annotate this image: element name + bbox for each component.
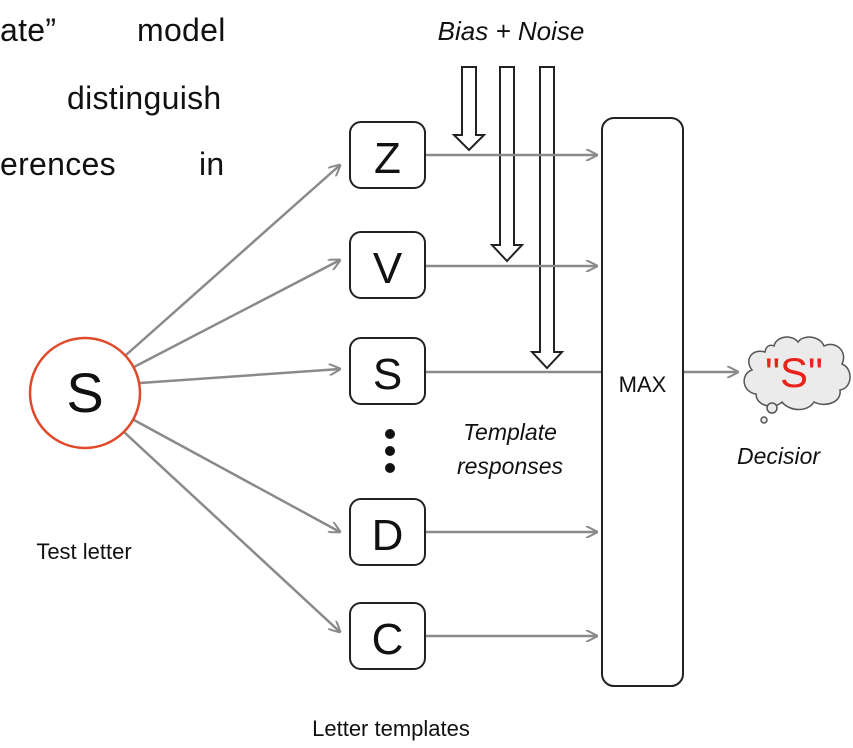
paragraph-line-1a: ate” [0, 12, 57, 48]
bias-noise-arrows [451, 66, 565, 370]
template-letter: D [372, 511, 404, 560]
arrow-to-d [133, 418, 340, 532]
responses-label-line-2: responses [457, 453, 564, 479]
template-v: V [349, 231, 426, 299]
arrow-to-c [123, 431, 340, 632]
paragraph-line-3b: in [199, 146, 225, 182]
arrow-to-s [139, 369, 340, 385]
responses-label-line-1: Template [463, 419, 557, 445]
decision-text: "S" [765, 349, 823, 396]
thought-cloud-icon [743, 336, 851, 424]
template-z: Z [349, 121, 426, 189]
decision-caption: Decisior [737, 443, 821, 469]
max-box [601, 117, 684, 687]
paragraph-line-2: distinguish [67, 80, 222, 116]
vertical-ellipsis-icon [385, 429, 395, 473]
arrow-to-z [125, 165, 340, 356]
response-arrows [425, 155, 738, 636]
test-letter-glyph: S [66, 361, 103, 424]
template-d: D [349, 498, 426, 566]
paragraph-line-1b: model [137, 12, 226, 48]
bias-arrow-2 [489, 66, 525, 263]
max-label: MAX [619, 372, 667, 397]
bias-noise-label: Bias + Noise [438, 16, 585, 46]
template-letter: V [373, 244, 403, 293]
arrow-to-v [133, 260, 340, 369]
bias-arrow-3 [529, 66, 565, 370]
template-letter: C [372, 615, 404, 664]
template-letter: S [373, 350, 402, 399]
test-letter-caption: Test letter [36, 539, 131, 564]
test-letter-circle [28, 336, 142, 450]
letter-templates: Z V S D C [349, 121, 426, 670]
paragraph-line-3a: erences [0, 146, 116, 182]
input-arrows [123, 165, 340, 632]
bias-arrow-1 [451, 66, 487, 152]
template-s: S [349, 337, 426, 405]
template-c: C [349, 602, 426, 670]
letter-templates-caption: Letter templates [312, 716, 470, 741]
template-letter: Z [374, 134, 401, 183]
